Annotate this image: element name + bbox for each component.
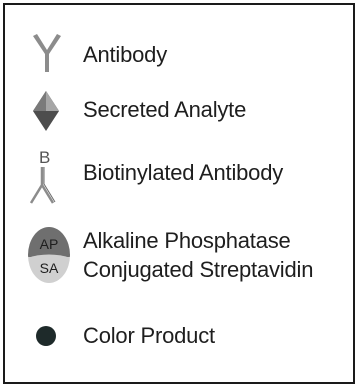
antibody-icon: [33, 34, 61, 72]
ap-sa-conjugate-icon: AP SA: [28, 227, 70, 283]
color-product-icon: [36, 326, 56, 346]
ap-label-line2: Conjugated Streptavidin: [83, 257, 314, 282]
legend-box: [3, 3, 355, 384]
ap-label-line1: Alkaline Phosphatase: [83, 228, 291, 253]
antibody-label: Antibody: [83, 42, 168, 67]
biotinylated-antibody-icon: B: [29, 148, 56, 204]
secreted-analyte-label: Secreted Analyte: [83, 97, 247, 122]
color-product-label: Color Product: [83, 323, 215, 348]
ap-text: AP: [40, 236, 59, 252]
biotin-letter: B: [39, 148, 50, 167]
sa-text: SA: [40, 260, 59, 276]
secreted-analyte-icon: [33, 91, 59, 131]
biotinylated-antibody-label: Biotinylated Antibody: [83, 160, 284, 185]
